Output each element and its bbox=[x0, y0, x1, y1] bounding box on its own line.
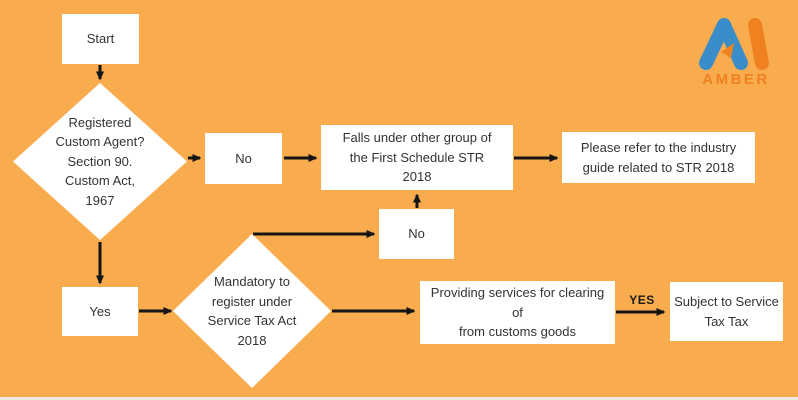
falls-under-node: Falls under other group of the First Sch… bbox=[321, 125, 513, 190]
subject-to-tax-label: Subject to Service Tax Tax bbox=[674, 294, 779, 329]
decision-mandatory-label: Mandatory to register under Service Tax … bbox=[207, 274, 297, 348]
start-node: Start bbox=[62, 14, 139, 64]
amber-wordmark: AMBER bbox=[702, 71, 770, 88]
bottom-edge-strip bbox=[0, 397, 798, 400]
refer-guide-node: Please refer to the industry guide relat… bbox=[562, 132, 755, 183]
yes-node: Yes bbox=[62, 287, 138, 336]
no-node-mid: No bbox=[379, 209, 454, 259]
decision-registered-custom-agent: Registered Custom Agent? Section 90. Cus… bbox=[13, 83, 187, 240]
refer-guide-label: Please refer to the industry guide relat… bbox=[580, 140, 737, 175]
no-node-top-label: No bbox=[235, 150, 252, 166]
no-node-mid-label: No bbox=[408, 226, 425, 242]
falls-under-label: Falls under other group of the First Sch… bbox=[342, 130, 492, 185]
no-node-top: No bbox=[205, 133, 282, 184]
decision-mandatory-register: Mandatory to register under Service Tax … bbox=[173, 234, 331, 388]
amber-m-monogram-icon bbox=[699, 18, 769, 70]
amber-logo: AMBER bbox=[696, 12, 776, 88]
yes-edge-label: YES bbox=[629, 293, 655, 307]
yes-node-label: Yes bbox=[89, 303, 111, 319]
subject-to-tax-node: Subject to Service Tax Tax bbox=[670, 282, 783, 341]
start-node-label: Start bbox=[86, 31, 115, 47]
providing-services-node: Providing services for clearing of from … bbox=[420, 281, 615, 344]
providing-services-label: Providing services for clearing of from … bbox=[430, 285, 605, 340]
decision-registered-label: Registered Custom Agent? Section 90. Cus… bbox=[55, 114, 145, 208]
